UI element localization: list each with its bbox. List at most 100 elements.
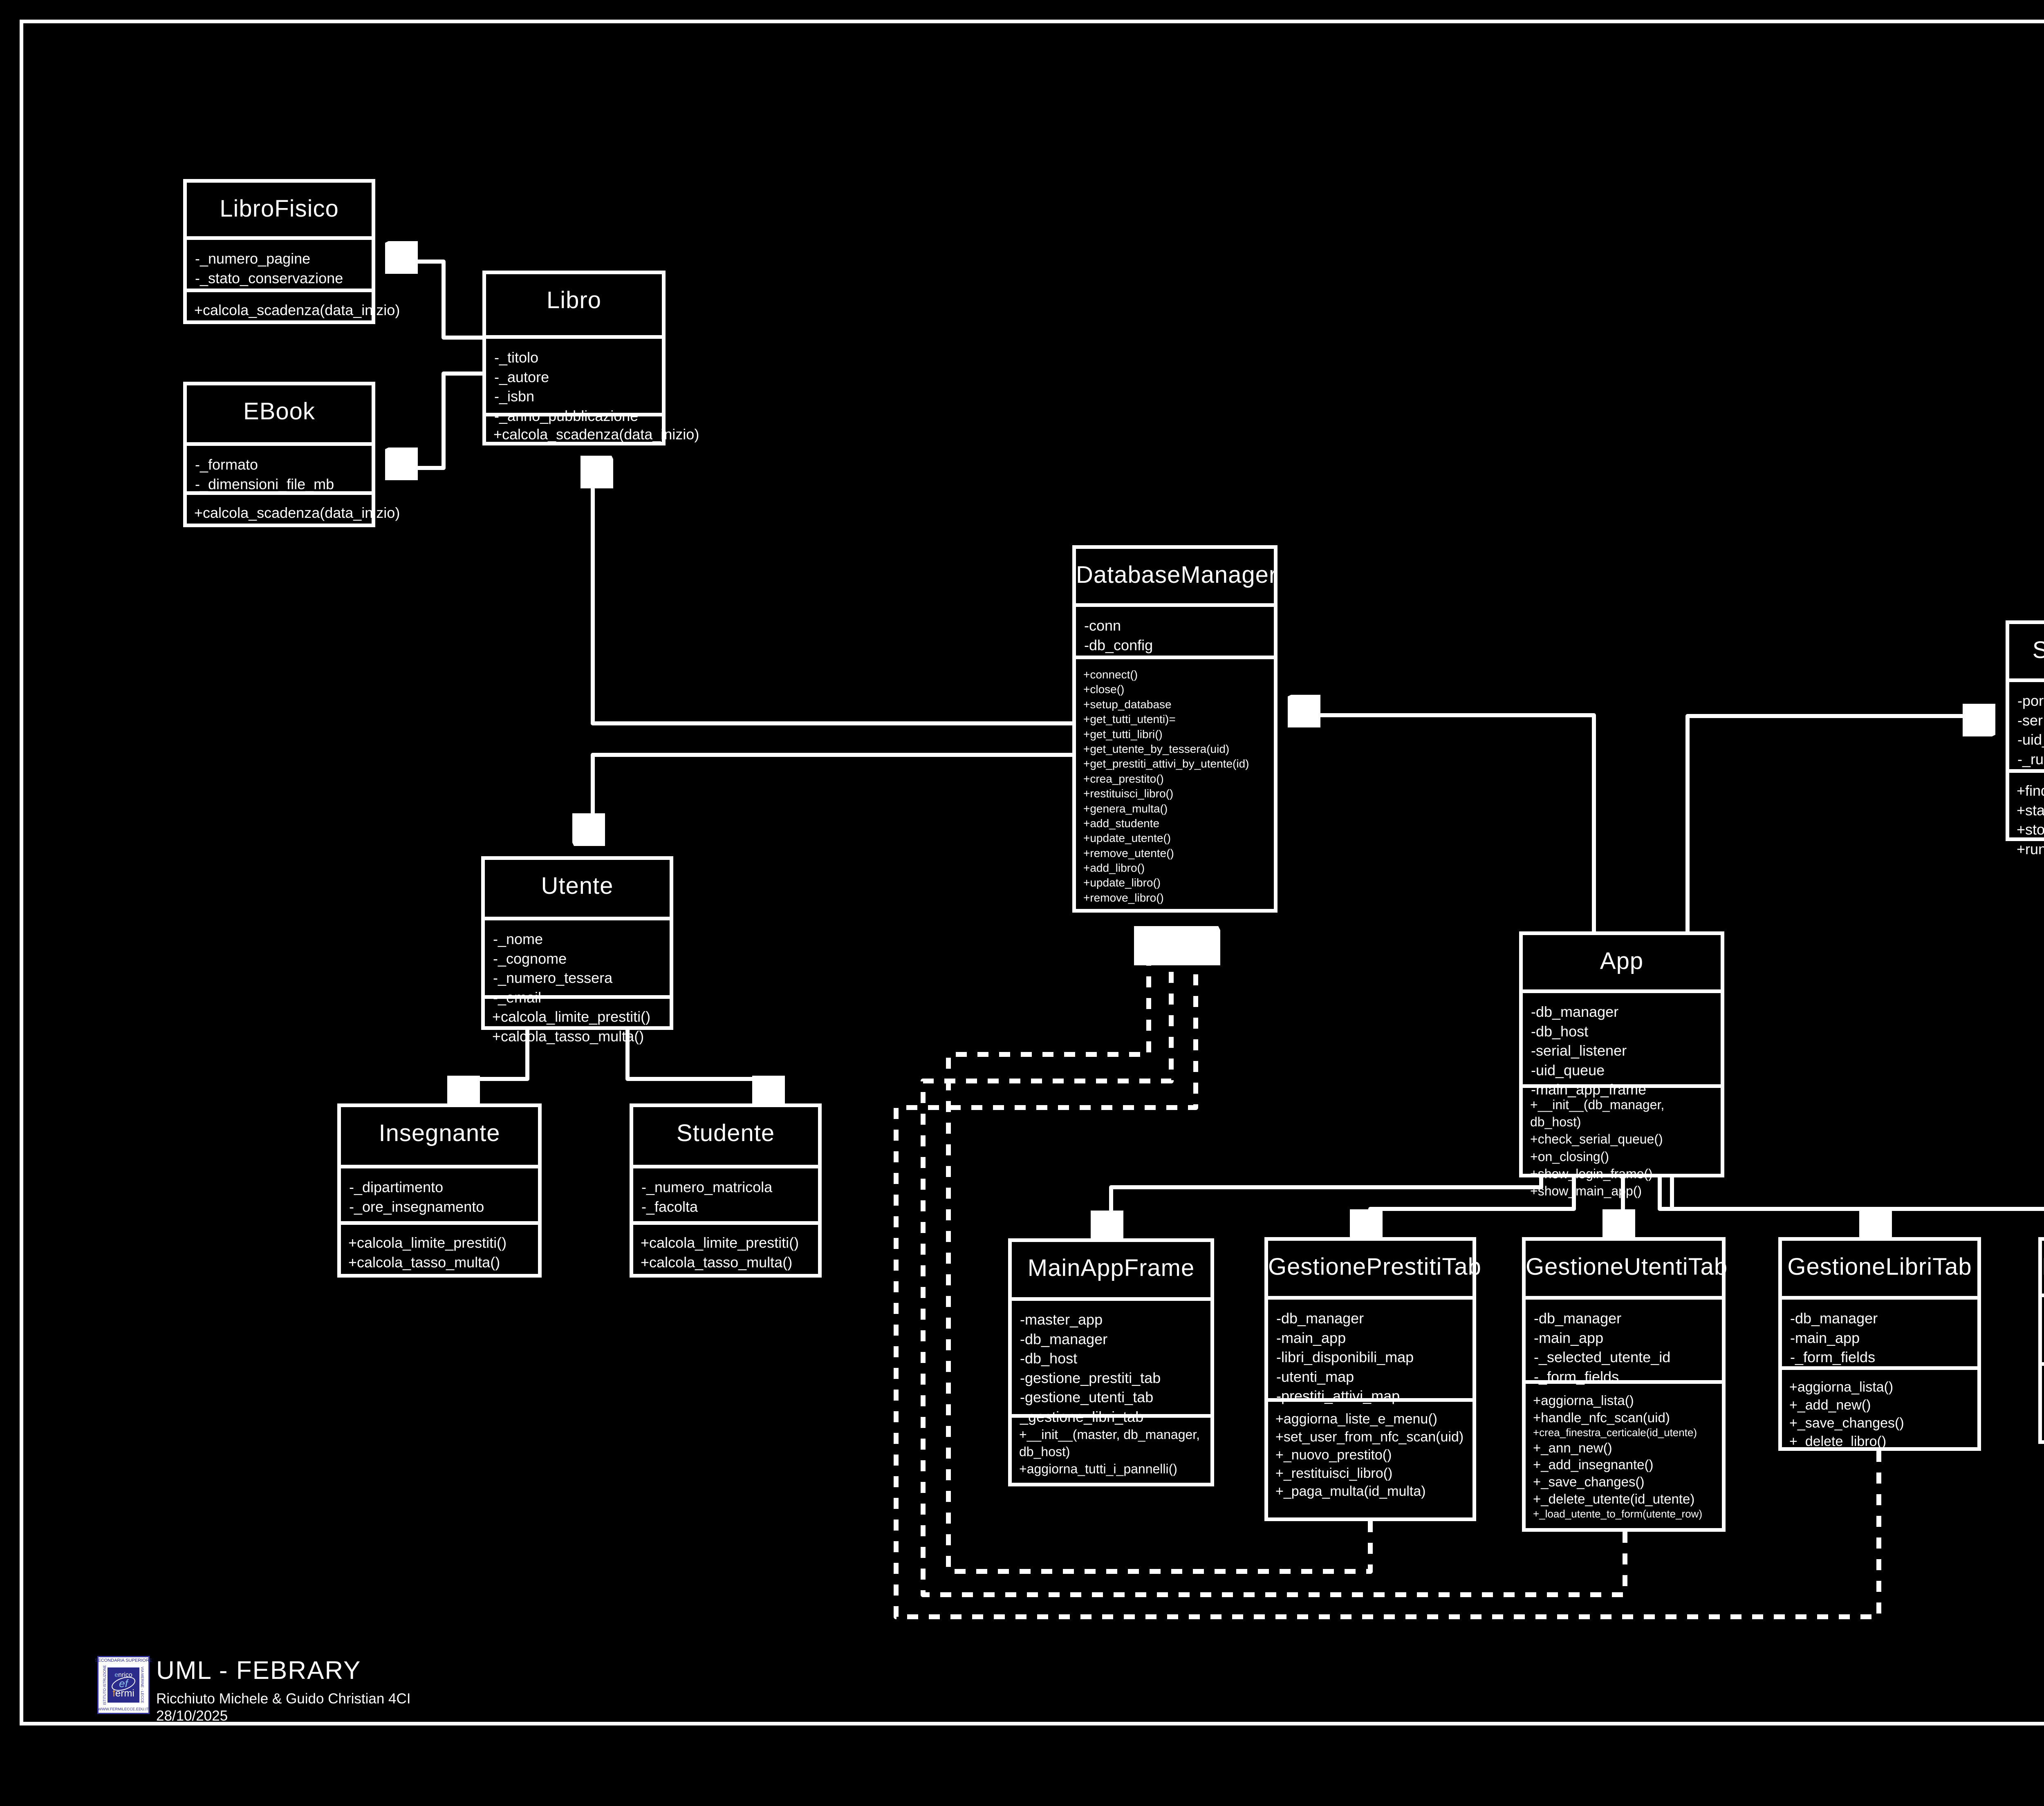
method: +get_tutti_libri() [1083, 727, 1163, 741]
method: +find_arduino_port() [2017, 782, 2044, 799]
attribute: -utenti_map [1276, 1368, 1354, 1385]
class-methods: +__init__(db_manager, db_host)+check_ser… [1523, 1088, 1721, 1208]
connector-gestionelibritab-databasemanager [894, 936, 1881, 1619]
attribute: -conn [1084, 617, 1121, 634]
class-name: GestionePrestitiTab [1268, 1241, 1481, 1300]
attribute: -_form_fields [1534, 1368, 1619, 1385]
class-methods: +connect()+close()+setup_database+get_tu… [1076, 659, 1274, 913]
logo-bottom-text: WWW.FERMILECCE.EDU.IT [98, 1707, 149, 1712]
class-methods: +__init__(master, db_manager, db_host)+a… [1012, 1418, 1210, 1486]
method: +_delete_utente(id_utente) [1533, 1491, 1695, 1506]
class-name: Insegnante [341, 1107, 538, 1168]
attribute: -gestione_utenti_tab [1020, 1389, 1154, 1406]
method: +crea_finestra_certicale(id_utente) [1533, 1426, 1697, 1439]
class-methods: +find_arduino_port()+start()+stop()+run(… [2009, 773, 2044, 867]
method: +genera_multa() [1083, 802, 1168, 815]
method: +run() [2017, 840, 2044, 857]
connector-utente-studente [625, 1030, 773, 1100]
logo-top-text: SECONDARIA SUPERIORE [95, 1658, 152, 1663]
attribute: -uid_queue [1531, 1061, 1605, 1079]
diagram-title: UML - FEBRARY [156, 1656, 361, 1685]
attribute: -_stato_conservazione [195, 269, 343, 286]
class-attributes: -db_manager-main_app-_form_fields [1782, 1300, 1977, 1370]
method: +_paga_multa(id_multa) [1275, 1483, 1426, 1499]
attribute: -_form_fields [1790, 1349, 1876, 1366]
method: +show_main_app() [1530, 1184, 1642, 1199]
method: +calcola_limite_prestiti() [641, 1234, 799, 1251]
attribute: -main_app_frame [1531, 1081, 1647, 1098]
attribute: -_dimensioni_file_mb [195, 475, 334, 492]
method: +on_closing() [1530, 1149, 1609, 1164]
connector-app-mainappframe [1111, 1177, 1543, 1235]
connector-libro-ebook [393, 371, 482, 468]
attribute: -master_app [1020, 1311, 1103, 1328]
class-methods: +aggiorna_lista()+handle_nfc_scan(uid)+c… [1526, 1384, 1722, 1529]
logo-enrico-text: enrico [114, 1672, 132, 1679]
attribute: -_formato [195, 456, 258, 473]
method: +restituisci_libro() [1083, 787, 1174, 800]
class-attributes: -conn-db_config [1076, 607, 1274, 659]
method: +calcola_tasso_multa() [492, 1027, 644, 1045]
diagram-date: 28/10/2025 [156, 1708, 228, 1724]
method: +_save_changes() [1533, 1474, 1645, 1490]
method: +_delete_libro() [1789, 1433, 1887, 1449]
uml-class-finestraverificautente: FinestraVerificaUtente -db_manager-main_… [2038, 1237, 2044, 1444]
uml-class-mainappframe: MainAppFrame -master_app-db_manager-db_h… [1008, 1238, 1214, 1486]
method: +calcola_scadenza(data_inizio) [194, 302, 400, 318]
class-methods: +calcola_scadenza(data_inizio) [187, 495, 400, 531]
attribute: -_numero_tessera [493, 969, 613, 987]
class-name: GestioneUtentiTab [1526, 1241, 1727, 1300]
attribute: -main_app [1276, 1329, 1346, 1346]
attribute: -gestione_prestiti_tab [1020, 1369, 1161, 1386]
diagram-authors: Ricchiuto Michele & Guido Christian 4CI [156, 1691, 411, 1707]
attribute: -_isbn [494, 388, 535, 405]
attribute: -_cognome [493, 950, 567, 967]
method: +_add_new() [1789, 1397, 1871, 1413]
attribute: -db_manager [1534, 1310, 1622, 1327]
connector-utente-insegnante [468, 1030, 529, 1100]
class-methods: +aggiorna_lista()+_add_new()+_save_chang… [1782, 1370, 1977, 1459]
attribute: -_dipartimento [349, 1179, 444, 1195]
method: +close() [1083, 683, 1125, 696]
class-attributes: -_nome-_cognome-_numero_tessera-_email [485, 920, 670, 1006]
class-methods: +calcola_limite_prestiti()+calcola_tasso… [633, 1225, 818, 1280]
class-name: Libro [486, 274, 662, 339]
attribute: -serial_listener [1531, 1042, 1627, 1059]
attribute: -_running [2017, 750, 2044, 768]
class-attributes: -_dipartimento-_ore_insegnamento [341, 1168, 538, 1225]
method: +_load_utente_to_form(utente_row) [1533, 1508, 1703, 1520]
class-name: FinestraVerificaUtente [2042, 1241, 2044, 1297]
attribute: -db_manager [1020, 1330, 1108, 1347]
class-attributes: -db_manager-main_app-_selected_utente_id… [1526, 1300, 1722, 1385]
method: +check_serial_queue() [1530, 1132, 1663, 1147]
uml-class-studente: Studente -_numero_matricola-_facolta +ca… [630, 1103, 822, 1278]
method: +remove_utente() [1083, 846, 1174, 859]
attribute: -_titolo [494, 349, 539, 366]
method: +add_studente [1083, 817, 1160, 830]
method: +add_libro() [1083, 862, 1145, 875]
attribute: -uid_queue [2017, 731, 2044, 748]
uml-class-gestioneprestititab: GestionePrestitiTab -db_manager-main_app… [1264, 1237, 1481, 1521]
class-name: DatabaseManager [1076, 549, 1277, 607]
logo-inner-square: enrico ef fermi [108, 1667, 139, 1703]
connector-app-finestraverificautente [1670, 1177, 2044, 1211]
attribute: -_selected_utente_id [1534, 1349, 1671, 1366]
footer-caption: UML - FEBRARY Ricchiuto Michele & Guido … [156, 1656, 410, 1724]
method: +_add_insegnante() [1533, 1457, 1654, 1473]
method: +_save_changes() [1789, 1415, 1904, 1431]
class-methods: +crea_frame_anagrafica()+carica_prestiti… [2042, 1366, 2044, 1450]
attribute: -libri_disponibili_map [1276, 1349, 1414, 1366]
class-attributes: -master_app-db_manager-db_host-gestione_… [1012, 1301, 1210, 1425]
class-name: SerialListener [2009, 624, 2044, 682]
method: +set_user_from_nfc_scan(uid) [1275, 1429, 1464, 1445]
attribute: -port [2017, 692, 2044, 709]
attribute: -db_host [1531, 1023, 1589, 1040]
attribute: -_anno_pubblicazione [494, 407, 639, 424]
class-attributes: -db_manager-main_app-utente_id [2042, 1297, 2044, 1366]
connector-app-databasemanager [1296, 715, 1596, 931]
class-attributes: -port-ser-uid_queue-_running [2009, 682, 2044, 773]
method: +aggiorna_lista() [1533, 1393, 1634, 1408]
method: +calcola_limite_prestiti() [492, 1008, 651, 1025]
